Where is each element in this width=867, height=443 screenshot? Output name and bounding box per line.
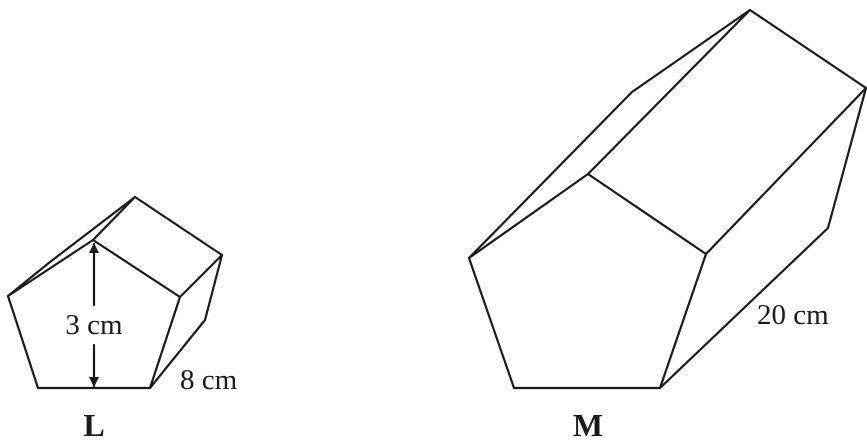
prism-m-right-edge xyxy=(704,86,867,256)
prism-l: 3 cm 8 cm L xyxy=(6,195,238,443)
prism-l-length-label: 8 cm xyxy=(180,364,238,396)
prism-m-back-edges xyxy=(467,8,867,390)
prism-l-height-label-bg xyxy=(52,308,136,342)
prism-l-height-label: 3 cm xyxy=(65,309,123,341)
prism-l-right-edge xyxy=(178,253,224,299)
prism-m-length-label: 20 cm xyxy=(757,299,829,331)
prism-l-top-edge xyxy=(91,195,137,242)
prism-l-name: L xyxy=(83,407,104,443)
prism-m-front-face xyxy=(467,172,708,390)
prism-m-name: M xyxy=(573,407,603,443)
prism-l-back-edges xyxy=(6,195,224,390)
prism-m: 20 cm M xyxy=(467,8,867,443)
prism-m-top-edge xyxy=(586,8,752,176)
